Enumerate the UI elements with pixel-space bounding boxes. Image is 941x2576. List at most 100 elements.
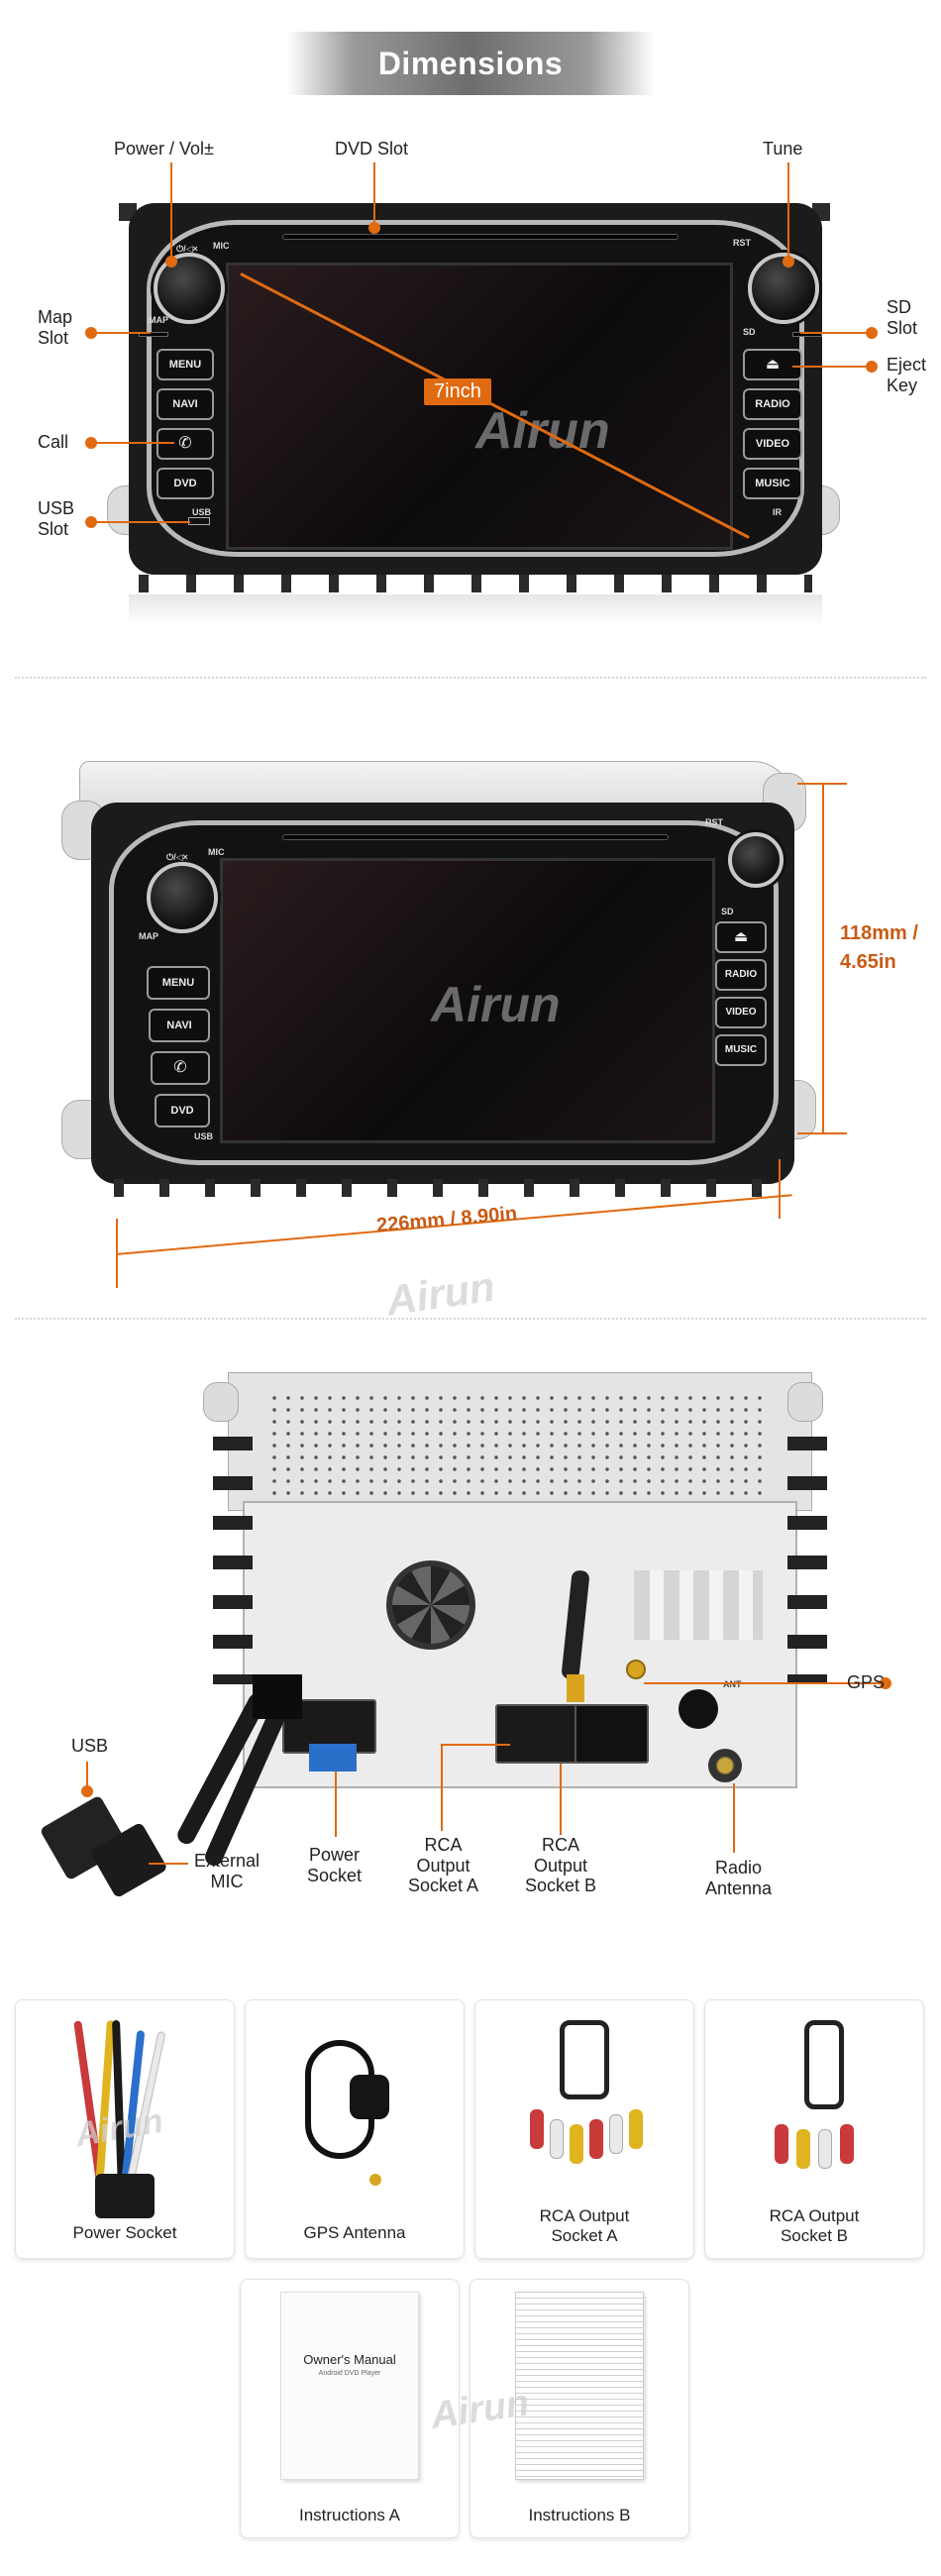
radio-antenna-jack [708, 1749, 742, 1782]
callout-line [373, 162, 375, 228]
power-volume-knob[interactable] [147, 862, 218, 933]
callout-external-mic: External MIC [194, 1851, 261, 1891]
rca-plug-red [840, 2124, 854, 2164]
call-button[interactable]: ✆ [157, 428, 214, 460]
callout-line [800, 332, 872, 334]
rca-a-cable [560, 2020, 609, 2099]
radio-antenna-port [679, 1689, 718, 1729]
mount-bracket [203, 1382, 239, 1422]
eject-button[interactable]: ⏏ [743, 349, 802, 380]
brand-watermark: Airun [383, 1262, 498, 1325]
manual-booklet: Owner's Manual Android DVD Player [280, 2292, 419, 2480]
callout-gps: GPS [847, 1672, 886, 1692]
accessory-card-instructions-a: Owner's Manual Android DVD Player Instru… [240, 2279, 460, 2538]
callout-line [335, 1771, 337, 1837]
radio-button[interactable]: RADIO [715, 959, 767, 991]
dimension-tick [779, 1159, 781, 1219]
video-button[interactable]: VIDEO [715, 997, 767, 1028]
rca-plug-yellow [570, 2124, 583, 2164]
music-button[interactable]: MUSIC [715, 1034, 767, 1066]
rca-plug-yellow [629, 2109, 643, 2149]
dvd-button[interactable]: DVD [157, 468, 214, 499]
cable-strain-relief [253, 1674, 302, 1719]
callout-dot [880, 1677, 891, 1689]
power-volume-knob[interactable] [154, 253, 225, 324]
callout-dot [866, 327, 878, 339]
accessory-card-power-socket: Airun Power Socket [15, 1999, 235, 2259]
rst-label: RST [705, 817, 723, 827]
dimension-tick [797, 1132, 847, 1134]
accessory-card-rca-a: RCA Output Socket A [474, 1999, 694, 2259]
usb-port[interactable] [188, 517, 210, 525]
heat-vents [634, 1570, 763, 1640]
map-label: MAP [139, 931, 158, 941]
callout-sd-slot: SD Slot [887, 297, 918, 338]
dvd-slot [282, 834, 669, 840]
ir-label: IR [773, 507, 782, 517]
unit-reflection [129, 594, 822, 626]
callout-map-slot: Map Slot [38, 307, 73, 348]
callout-line [733, 1783, 735, 1853]
gps-receiver [350, 2075, 389, 2119]
gps-plug [369, 2174, 381, 2186]
callout-dot [81, 1785, 93, 1797]
harness-plug [95, 2174, 155, 2218]
radio-button[interactable]: RADIO [743, 388, 802, 420]
sd-label: SD [743, 327, 756, 337]
power-socket-clip [309, 1744, 357, 1771]
map-label: MAP [149, 315, 168, 325]
dvd-slot [282, 234, 679, 240]
rca-plug-white [609, 2114, 623, 2154]
power-mark-label: ⏻/◁× [176, 244, 198, 254]
callout-radio-antenna: Radio Antenna [705, 1858, 773, 1898]
usb-label: USB [192, 507, 212, 517]
navi-button[interactable]: NAVI [157, 388, 214, 420]
callout-line [644, 1682, 882, 1684]
callout-line [441, 1744, 510, 1746]
callout-call: Call [38, 432, 69, 452]
callout-tune: Tune [763, 139, 803, 159]
accessory-label: RCA Output Socket B [769, 2206, 860, 2245]
callout-dot [165, 256, 177, 268]
callout-usb-slot: USB Slot [38, 498, 75, 539]
menu-button[interactable]: MENU [157, 349, 214, 380]
accessory-label: GPS Antenna [303, 2223, 406, 2242]
screen-size-tag: 7inch [424, 378, 491, 405]
callout-dot [783, 256, 794, 268]
video-button[interactable]: VIDEO [743, 428, 802, 460]
power-mark-label: ⏻/◁× [166, 852, 188, 862]
callout-line [149, 1863, 188, 1865]
callout-line [170, 162, 172, 262]
music-button[interactable]: MUSIC [743, 468, 802, 499]
rst-label: RST [733, 238, 751, 248]
eject-button[interactable]: ⏏ [715, 921, 767, 953]
navi-button[interactable]: NAVI [149, 1009, 210, 1042]
callout-dot [866, 361, 878, 373]
bottom-pins [139, 575, 812, 592]
tune-knob[interactable] [728, 832, 784, 888]
rca-plug-red [530, 2109, 544, 2149]
callout-line [787, 162, 789, 262]
dvd-button[interactable]: DVD [155, 1094, 210, 1127]
rca-b-cable [804, 2020, 844, 2109]
mic-label: MIC [213, 241, 230, 251]
menu-button[interactable]: MENU [147, 966, 210, 1000]
rca-plug-yellow [796, 2129, 810, 2169]
bottom-pins [114, 1179, 778, 1197]
rca-plug-red [589, 2119, 603, 2159]
height-dimension-line [822, 783, 824, 1133]
callout-eject-key: Eject Key [887, 355, 927, 395]
callout-line [91, 332, 151, 334]
accessory-label: Instructions A [298, 2506, 401, 2524]
section-divider [15, 1318, 926, 1320]
side-tabs [213, 1437, 253, 1684]
sd-label: SD [721, 907, 734, 916]
section-header-banner: Dimensions [287, 32, 654, 95]
height-dimension-label: 118mm / 4.65in [840, 922, 918, 973]
call-button[interactable]: ✆ [151, 1051, 210, 1085]
display-screen [220, 858, 715, 1143]
callout-power-vol: Power / Vol± [114, 139, 214, 159]
rca-socket-b-connector [575, 1704, 649, 1764]
manual-subtitle: Android DVD Player [318, 2370, 381, 2377]
section-divider [15, 677, 926, 679]
